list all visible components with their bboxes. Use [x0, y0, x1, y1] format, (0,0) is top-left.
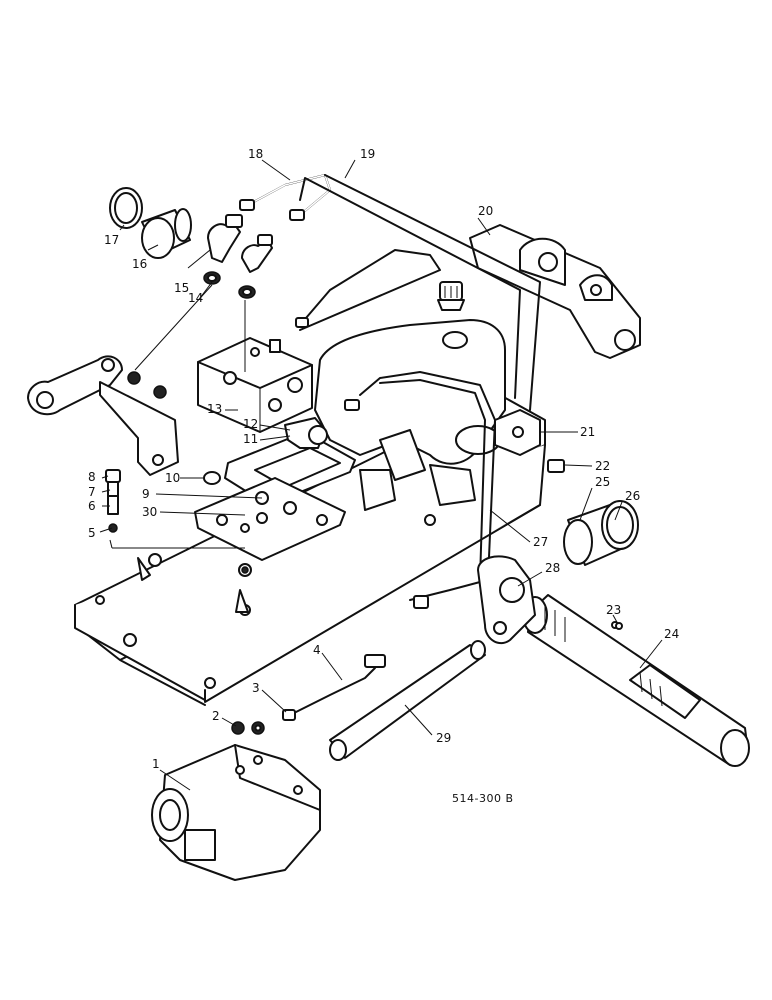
- callout-28: 28: [545, 561, 560, 575]
- elbow-fitting: [203, 214, 273, 299]
- callout-29: 29: [436, 731, 451, 745]
- housing-cover-plate: [74, 394, 546, 706]
- leader-lines: [99, 159, 663, 791]
- seal-ring: [109, 187, 143, 229]
- control-valve-block: [197, 337, 313, 433]
- callout-11: 11: [243, 432, 258, 446]
- rockshaft-bracket: [469, 224, 641, 359]
- callout-6: 6: [88, 499, 96, 513]
- lift-housing: [314, 319, 506, 511]
- callout-30: 30: [142, 505, 157, 519]
- callout-8: 8: [88, 470, 96, 484]
- breather-cap: [437, 281, 465, 311]
- callout-16: 16: [132, 257, 147, 271]
- callout-27: 27: [533, 535, 548, 549]
- callout-25: 25: [595, 475, 610, 489]
- callout-20: 20: [478, 204, 493, 218]
- callout-23: 23: [606, 603, 621, 617]
- callout-24: 24: [664, 627, 679, 641]
- callout-14: 14: [188, 291, 203, 305]
- elbow-fitting-valve: [284, 417, 328, 449]
- diagram-reference-code: 514-300 B: [452, 792, 514, 805]
- small-pipe: [282, 654, 386, 721]
- callout-21: 21: [580, 425, 595, 439]
- bushing: [141, 208, 192, 259]
- lever-arm: [477, 555, 536, 645]
- callout-4: 4: [313, 643, 321, 657]
- callout-7: 7: [88, 485, 96, 499]
- callout-17: 17: [104, 233, 119, 247]
- callout-13: 13: [207, 402, 222, 416]
- valve-fitting-21: [494, 409, 541, 456]
- callout-labels: 1 2 3 4 5 6 7 8 9 10 11 12 13 14 15 16 1…: [88, 147, 679, 771]
- callout-2: 2: [212, 709, 220, 723]
- callout-1: 1: [152, 757, 160, 771]
- hydraulic-pipes: [247, 174, 541, 601]
- lift-arm-lever: [27, 355, 179, 476]
- callout-9: 9: [142, 487, 150, 501]
- callout-5: 5: [88, 526, 96, 540]
- callout-12: 12: [243, 417, 258, 431]
- small-parts: [105, 459, 623, 735]
- splined-shaft: [522, 594, 750, 767]
- callout-19: 19: [360, 147, 375, 161]
- pipe-fittings-top: [239, 199, 429, 609]
- sleeve-bushing: [563, 500, 639, 566]
- pump-cylinder: [151, 744, 321, 881]
- tube: [329, 640, 486, 761]
- callout-22: 22: [595, 459, 610, 473]
- valve-gasket-plate: [194, 431, 356, 561]
- callout-15: 15: [174, 281, 189, 295]
- callout-10: 10: [165, 471, 180, 485]
- callout-18: 18: [248, 147, 263, 161]
- callout-3: 3: [252, 681, 260, 695]
- callout-26: 26: [625, 489, 640, 503]
